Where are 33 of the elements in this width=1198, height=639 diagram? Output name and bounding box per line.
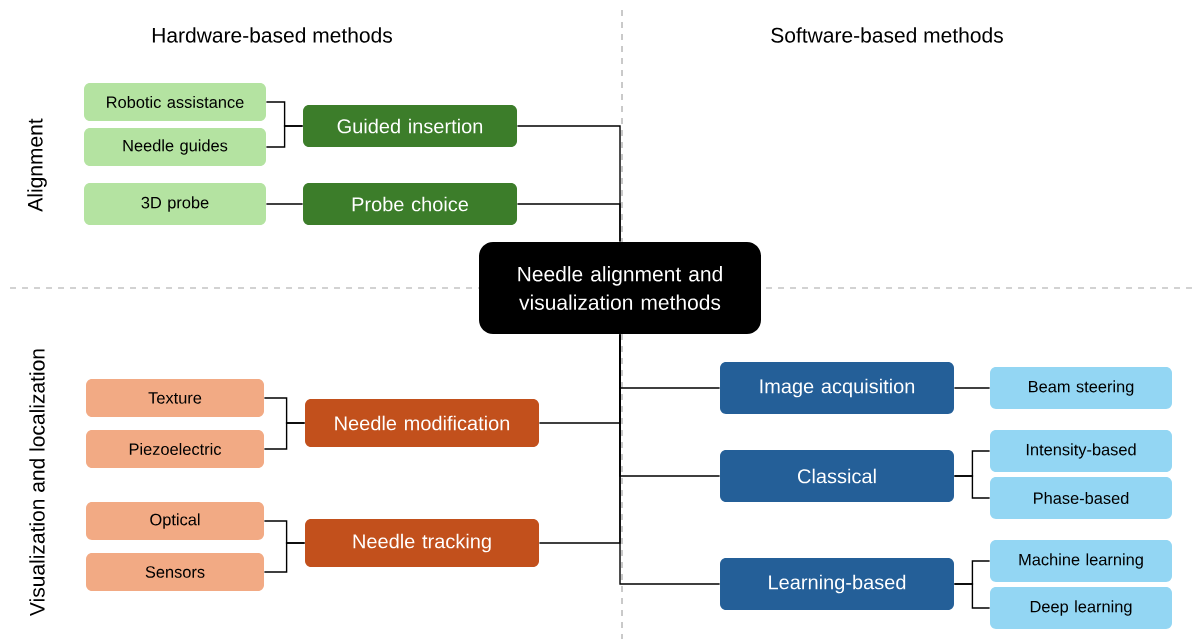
connector: [953, 475, 991, 499]
category-box: Needle tracking: [305, 519, 539, 567]
method-box: Texture: [86, 379, 264, 417]
method-box: Machine learning: [990, 540, 1172, 582]
method-box: Robotic assistance: [84, 83, 266, 121]
column-heading: Software-based methods: [771, 27, 1003, 43]
root-box: Needle alignment and visualization methods: [479, 242, 761, 334]
category-box: Guided insertion: [303, 105, 517, 147]
method-box: Beam steering: [990, 367, 1172, 409]
row-heading: Alignment: [27, 118, 47, 212]
method-box: Needle guides: [84, 128, 266, 166]
category-box: Probe choice: [303, 183, 517, 225]
connector: [263, 542, 306, 573]
method-box: Deep learning: [990, 587, 1172, 629]
connector: [953, 583, 991, 609]
method-box: Phase-based: [990, 477, 1172, 519]
method-box: Optical: [86, 502, 264, 540]
method-box: Intensity-based: [990, 430, 1172, 472]
column-heading: Hardware-based methods: [152, 27, 392, 43]
method-box: Sensors: [86, 553, 264, 591]
connector: [263, 422, 306, 450]
connector: [265, 125, 304, 148]
category-box: Image acquisition: [720, 362, 954, 414]
connector: [953, 387, 991, 389]
category-box: Classical: [720, 450, 954, 502]
connector: [619, 333, 721, 585]
method-box: Piezoelectric: [86, 430, 264, 468]
row-heading: Visualization and localization: [29, 349, 45, 616]
connector: [516, 203, 621, 243]
method-box: 3D probe: [84, 183, 266, 225]
connector: [265, 203, 304, 205]
category-box: Learning-based: [720, 558, 954, 610]
category-box: Needle modification: [305, 399, 539, 447]
